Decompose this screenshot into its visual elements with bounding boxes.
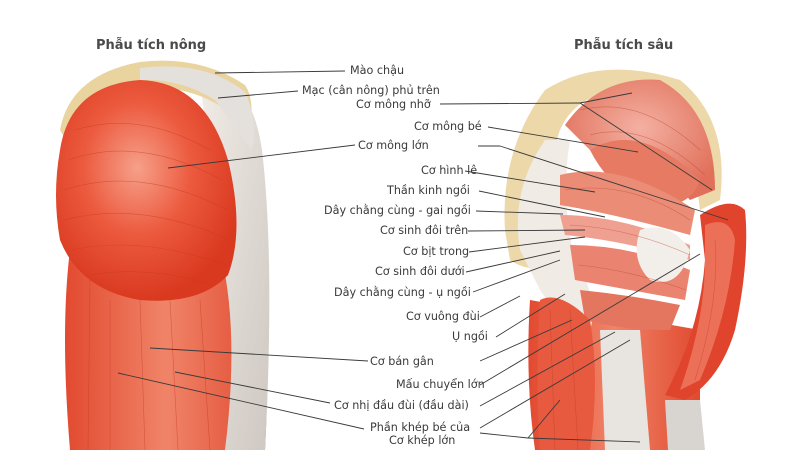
label-co-mong-lon: Cơ mông lớn (358, 139, 429, 152)
deep-dissection (504, 69, 747, 450)
label-co-mong-be: Cơ mông bé (414, 120, 482, 133)
label-co-mong-nho: Cơ mông nhỡ (356, 98, 431, 111)
label-co-sinh-doi-duoi: Cơ sinh đôi dưới (375, 265, 465, 278)
label-mau-chuyen-lon: Mấu chuyển lớn (396, 378, 485, 391)
deep-dissection-title: Phẫu tích sâu (574, 38, 674, 53)
label-day-chang-cung-u-ngoi: Dây chằng cùng - ụ ngồi (334, 286, 471, 299)
leader-lines (117, 70, 729, 443)
label-co-vuong-dui: Cơ vuông đùi (406, 310, 480, 323)
label-than-kinh-ngoi: Thần kinh ngồi (387, 184, 470, 197)
label-mao-chau: Mào chậu (350, 64, 405, 77)
superficial-dissection-title: Phẫu tích nông (96, 38, 207, 53)
superficial-dissection (56, 60, 270, 450)
label-mac-phu-tren: Mạc (cân nông) phủ trên (302, 84, 440, 97)
label-co-nhi-dau-dui: Cơ nhị đầu đùi (đầu dài) (334, 399, 469, 412)
label-day-chang-cung-gai-ngoi: Dây chằng cùng - gai ngồi (324, 204, 471, 217)
label-co-sinh-doi-tren: Cơ sinh đôi trên (380, 224, 469, 237)
label-u-ngoi: Ụ ngồi (452, 330, 488, 343)
label-co-khep-lon: Cơ khép lớn (389, 434, 456, 447)
label-co-bit-trong: Cơ bịt trong (403, 245, 470, 258)
label-phan-khep-be: Phần khép bé của (370, 421, 471, 434)
label-co-hinh-le: Cơ hình lê (421, 164, 478, 177)
label-co-ban-gan: Cơ bán gân (370, 355, 434, 368)
